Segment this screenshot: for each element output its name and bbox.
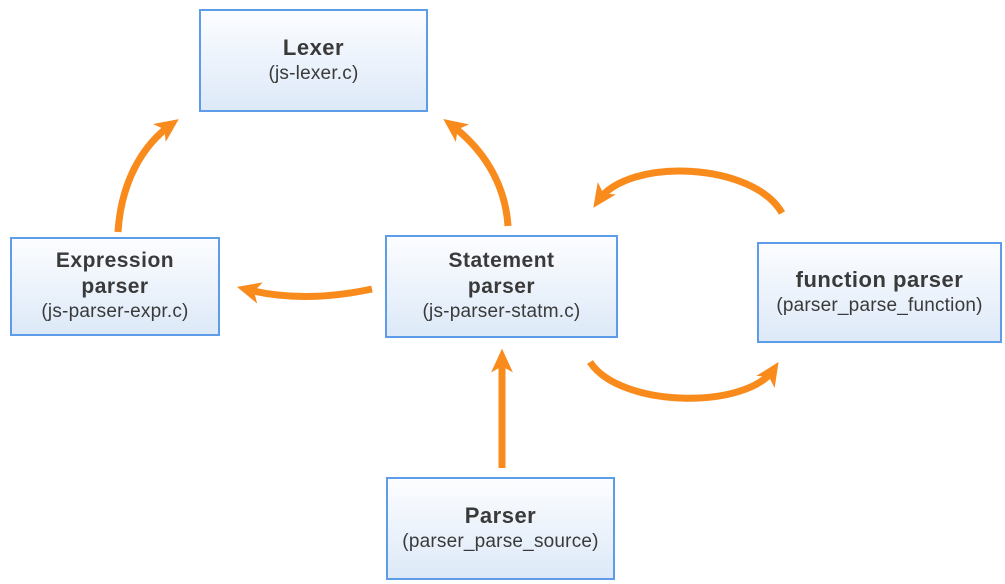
node-function-parser-title: function parser — [795, 267, 964, 293]
arrow-statement-parser-to-expression-parser — [236, 282, 373, 304]
node-function-parser: function parser (parser_parse_function) — [757, 242, 1002, 343]
node-function-parser-subtitle: (parser_parse_function) — [776, 294, 983, 316]
node-expression-parser-title: Expression parser — [55, 248, 175, 299]
node-lexer: Lexer (js-lexer.c) — [199, 9, 428, 112]
arrow-statement-parser-to-function-parser — [587, 359, 779, 402]
arrow-expression-parser-to-lexer — [114, 119, 179, 233]
node-parser-title: Parser — [464, 503, 537, 529]
node-statement-parser-subtitle: (js-parser-statm.c) — [422, 301, 581, 323]
node-expression-parser-subtitle: (js-parser-expr.c) — [41, 301, 189, 323]
arrow-function-parser-to-statement-parser — [593, 167, 786, 215]
node-statement-parser: Statement parser (js-parser-statm.c) — [385, 235, 618, 338]
node-statement-parser-title: Statement parser — [448, 248, 555, 299]
arrow-statement-parser-to-lexer — [443, 119, 512, 227]
node-lexer-title: Lexer — [282, 35, 345, 61]
node-expression-parser: Expression parser (js-parser-expr.c) — [10, 237, 220, 336]
node-parser: Parser (parser_parse_source) — [386, 477, 615, 580]
node-parser-subtitle: (parser_parse_source) — [402, 530, 599, 552]
node-lexer-subtitle: (js-lexer.c) — [268, 62, 359, 84]
